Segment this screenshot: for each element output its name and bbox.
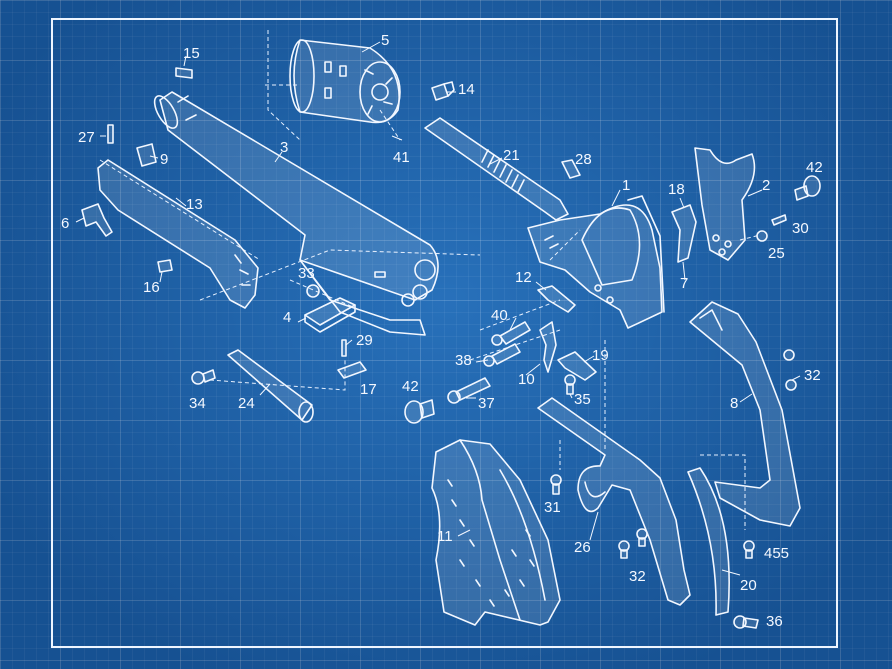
part-nipple-14 [431,81,455,101]
label-21: 21 [503,147,520,164]
label-1: 1 [622,177,631,194]
label-35: 35 [574,391,591,408]
part-latch-9 [136,143,157,167]
label-10: 10 [518,371,535,388]
part-41 [391,135,403,141]
label-7: 7 [680,275,689,292]
label-27: 27 [78,129,95,146]
part-wedge-4 [304,297,356,333]
label-33: 33 [298,265,315,282]
label-8: 8 [730,395,739,412]
label-455: 455 [764,545,790,562]
part-arbor-pin [424,117,569,221]
label-9: 9 [160,151,169,168]
label-4: 4 [283,309,292,326]
part-grip-strap-20 [687,467,730,616]
label-29: 29 [356,332,373,349]
part-screw-36 [733,615,759,629]
part-trigger [539,321,557,373]
label-5: 5 [381,32,390,49]
part-screw-34 [191,369,216,385]
part-16 [157,259,173,273]
part-lever-latch [81,203,113,237]
label-42-left: 42 [402,378,419,395]
label-11: 11 [437,528,453,545]
part-screw-37 [447,377,491,404]
part-hammer [694,147,756,261]
part-25 [756,230,768,242]
label-26: 26 [574,539,591,556]
label-32-right: 32 [804,367,821,384]
label-15: 15 [183,45,200,62]
label-41: 41 [393,149,410,166]
label-12: 12 [515,269,532,286]
label-28: 28 [575,151,592,168]
label-25: 25 [768,245,785,262]
part-pin-29 [341,339,347,357]
part-cylinder [289,39,401,124]
label-16: 16 [143,279,160,296]
part-screw-42-right [794,175,821,201]
part-28 [561,159,581,179]
label-38: 38 [455,352,472,369]
part-frame [527,195,665,329]
part-spring-19 [557,351,597,381]
part-barrel [153,91,439,336]
label-37: 37 [478,395,495,412]
label-34: 34 [189,395,206,412]
label-13: 13 [186,196,203,213]
part-trigger-guard [537,397,691,606]
part-screw-455 [743,540,755,559]
label-6: 6 [61,215,70,232]
part-screw-40 [491,321,531,346]
label-20: 20 [740,577,757,594]
part-screw-38 [483,343,521,367]
label-18: 18 [668,181,685,198]
part-pin-27 [107,124,114,144]
part-33 [306,284,320,298]
part-screws-32-lower [618,528,648,559]
label-3: 3 [280,139,289,156]
blueprint-frame [51,18,838,648]
part-screw-31 [550,474,562,495]
label-40: 40 [491,307,508,324]
part-grips [431,439,561,626]
part-screws-32-right [783,349,797,391]
label-2: 2 [762,177,771,194]
part-loading-lever [97,159,259,309]
label-42-right: 42 [806,159,823,176]
label-24: 24 [238,395,255,412]
label-31: 31 [544,499,561,516]
label-30: 30 [792,220,809,237]
part-hand [537,285,576,313]
label-19: 19 [592,347,609,364]
part-backstrap [689,301,801,527]
part-bolt-18 [671,204,697,263]
part-30 [771,214,787,226]
label-14: 14 [458,81,475,98]
part-pin-15 [175,67,193,79]
label-17: 17 [360,381,377,398]
part-17 [337,361,367,379]
leader-lines [75,41,801,576]
part-rammer [227,349,314,423]
label-36: 36 [766,613,783,630]
part-screw-42-left [404,399,435,424]
label-32-lower: 32 [629,568,646,585]
